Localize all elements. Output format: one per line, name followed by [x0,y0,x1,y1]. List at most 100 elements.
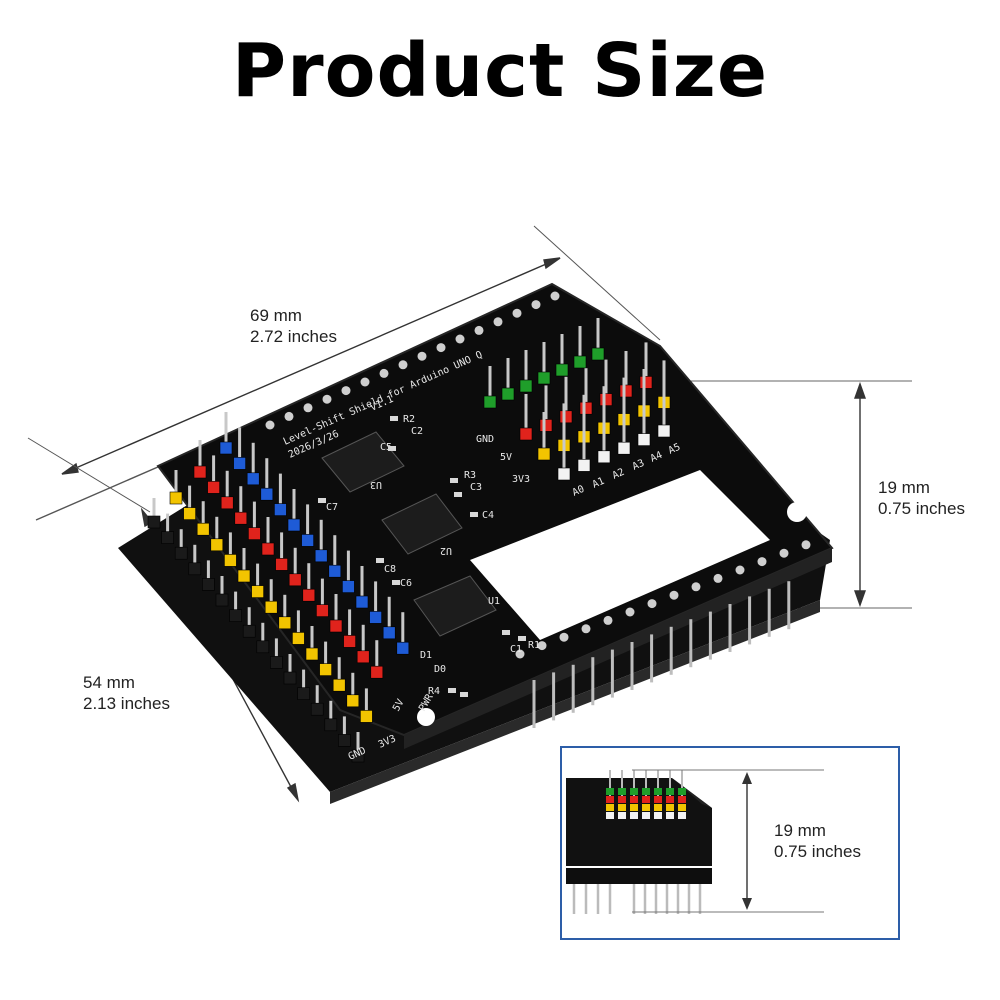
header-block [188,562,202,576]
analog-label-a0: A0 [571,484,586,499]
analog-header-green [483,318,605,409]
header-block [210,538,224,552]
pin-hole [303,403,313,413]
label-c6: C6 [400,578,412,589]
header-block [356,650,370,664]
header-block [256,640,270,654]
header-block [369,611,382,624]
pin-hole [735,565,745,575]
header-block [283,671,297,685]
header-block [193,465,207,479]
header-block [370,665,384,679]
pin-hole [493,317,503,327]
label-c8: C8 [384,564,396,575]
header-block [260,487,274,501]
analog-header-white [557,387,671,481]
header-block [220,496,234,510]
inset-header-block [678,812,686,819]
label-c7: C7 [326,502,338,513]
header-block [396,641,410,655]
header-block [264,600,278,614]
right-label-3v3: 3V3 [512,474,530,485]
header-block [174,546,188,560]
inset-height-label: 19 mm 0.75 inches [774,820,861,862]
left-header-yellow [169,470,373,723]
header-block [297,687,310,700]
analog-label-a4: A4 [649,450,664,465]
label-c1: C1 [510,644,522,655]
inset-header-block [654,804,662,811]
header-block [338,734,351,747]
header-block [251,585,264,598]
header-block [501,387,515,401]
header-block [242,624,256,638]
header-block [617,441,631,455]
pin-hole [474,325,484,335]
inset-header-block [642,788,650,795]
length-dimension-line [35,225,661,521]
header-block [246,472,260,486]
left-header-blue [219,412,410,655]
chip-u1 [413,575,497,637]
header-block [275,558,288,571]
label-c3: C3 [470,482,482,493]
header-block [324,718,338,732]
right-label-5v: 5V [500,452,512,463]
header-block [360,710,373,723]
inset-header-block [654,788,662,795]
header-block [183,507,196,520]
header-block [559,410,573,424]
length-mm: 69 mm [250,306,302,325]
label-u1: U1 [488,596,500,607]
header-block [332,678,346,692]
length-inch: 2.72 inches [250,327,337,346]
inset-header-block [618,796,626,803]
header-block [657,424,671,438]
left-header-black [147,498,365,763]
pin-hole [398,360,408,370]
header-block [316,604,329,617]
inset-header-block [618,812,626,819]
header-block [237,569,251,583]
analog-label-a5: A5 [667,442,682,457]
header-block [483,395,497,409]
header-block [537,447,551,461]
pin-hole [713,573,723,583]
header-block [591,347,605,361]
pin-hole [515,649,525,659]
height-inch: 0.75 inches [878,499,965,518]
inset-header-block [630,812,638,819]
pin-hole [436,343,446,353]
chip-u2 [381,493,463,555]
inset-header-block [642,796,650,803]
pin-hole [455,334,465,344]
label-c4: C4 [482,510,494,521]
inset-height-mm: 19 mm [774,821,826,840]
header-block [637,433,651,446]
header-block [147,515,161,529]
inset-header-block [666,812,674,819]
header-block [329,619,343,633]
label-r4: R4 [428,686,440,697]
inset-header-block [630,796,638,803]
pin-hole [417,351,427,361]
inset-header-block [678,804,686,811]
header-block [555,363,569,377]
side-view-illustration [566,769,824,914]
length-label: 69 mm 2.72 inches [250,305,337,347]
header-block [537,371,551,385]
header-block [292,632,305,645]
height-label: 19 mm 0.75 inches [878,477,965,519]
header-block [619,384,633,398]
inset-header-block [630,788,638,795]
inset-header-block [606,804,614,811]
header-block [287,518,301,532]
header-block [382,626,396,640]
inset-header-block [666,804,674,811]
height-mm: 19 mm [878,478,930,497]
inset-header-block [678,788,686,795]
label-d0: D0 [434,664,446,675]
pin-hole [322,394,332,404]
pin-hole [537,641,547,651]
